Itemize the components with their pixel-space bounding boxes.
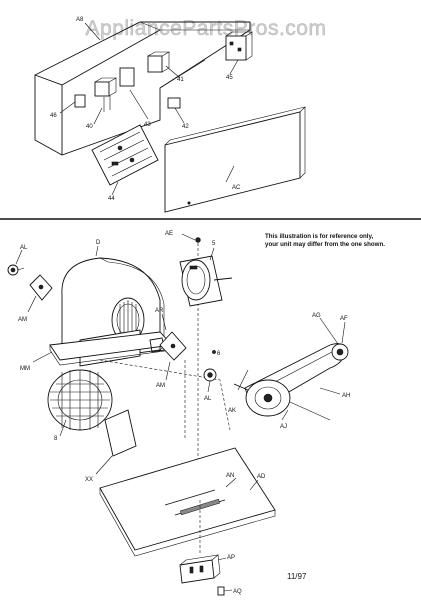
label-ad: AD bbox=[257, 474, 266, 480]
part-aq-clip bbox=[217, 586, 225, 596]
label-43: 43 bbox=[144, 122, 151, 128]
label-ae: AE bbox=[165, 231, 173, 237]
label-mm: MM bbox=[20, 366, 30, 372]
reference-note-line-2: your unit may differ from the one shown. bbox=[265, 241, 385, 248]
date-code: 11/97 bbox=[287, 572, 307, 581]
label-d: D bbox=[96, 240, 101, 246]
label-ap: AP bbox=[227, 555, 235, 561]
label-42: 42 bbox=[182, 124, 189, 130]
part-6-bolt bbox=[212, 350, 216, 354]
label-6: 6 bbox=[217, 351, 221, 357]
part-46-relay bbox=[74, 94, 86, 108]
label-al-top: AL bbox=[20, 245, 28, 251]
label-ah: AH bbox=[342, 393, 350, 399]
label-40: 40 bbox=[86, 124, 93, 130]
label-an: AN bbox=[226, 473, 234, 479]
label-8: 8 bbox=[54, 436, 58, 442]
part-ad-base-pan bbox=[99, 447, 276, 551]
part-xx-shaft bbox=[104, 409, 137, 457]
part-42-connector bbox=[167, 97, 181, 109]
label-am-mid: AM bbox=[156, 383, 165, 389]
label-ac: AC bbox=[232, 185, 241, 191]
label-41: 41 bbox=[177, 77, 184, 83]
part-ap-relay bbox=[179, 559, 215, 584]
label-44: 44 bbox=[108, 196, 115, 202]
label-al-mid: AL bbox=[204, 396, 212, 402]
label-am-left: AM bbox=[18, 317, 27, 323]
label-xx: XX bbox=[85, 477, 93, 483]
part-40-transformer bbox=[94, 81, 110, 97]
label-45: 45 bbox=[226, 75, 233, 81]
label-a8: A8 bbox=[76, 17, 84, 23]
part-44-circuit-board bbox=[91, 124, 159, 186]
watermark-text: AppliancePartsPros.com bbox=[86, 17, 327, 40]
part-41-relay bbox=[147, 55, 163, 73]
label-ak: AK bbox=[228, 408, 236, 414]
label-ag: AG bbox=[312, 313, 321, 319]
control-box-assembly bbox=[34, 21, 306, 213]
label-46: 46 bbox=[50, 113, 57, 119]
label-5: 5 bbox=[212, 241, 216, 247]
label-af: AF bbox=[340, 316, 348, 322]
label-ar: AR bbox=[155, 308, 164, 314]
label-aq: AQ bbox=[233, 589, 242, 595]
part-45-control bbox=[225, 35, 247, 61]
part-43-terminal bbox=[119, 67, 135, 87]
part-ae-screw bbox=[195, 237, 201, 243]
label-aj: AJ bbox=[280, 424, 287, 430]
reference-note-line-1: This illustration is for reference only, bbox=[265, 233, 373, 240]
blower-assembly bbox=[7, 233, 349, 596]
